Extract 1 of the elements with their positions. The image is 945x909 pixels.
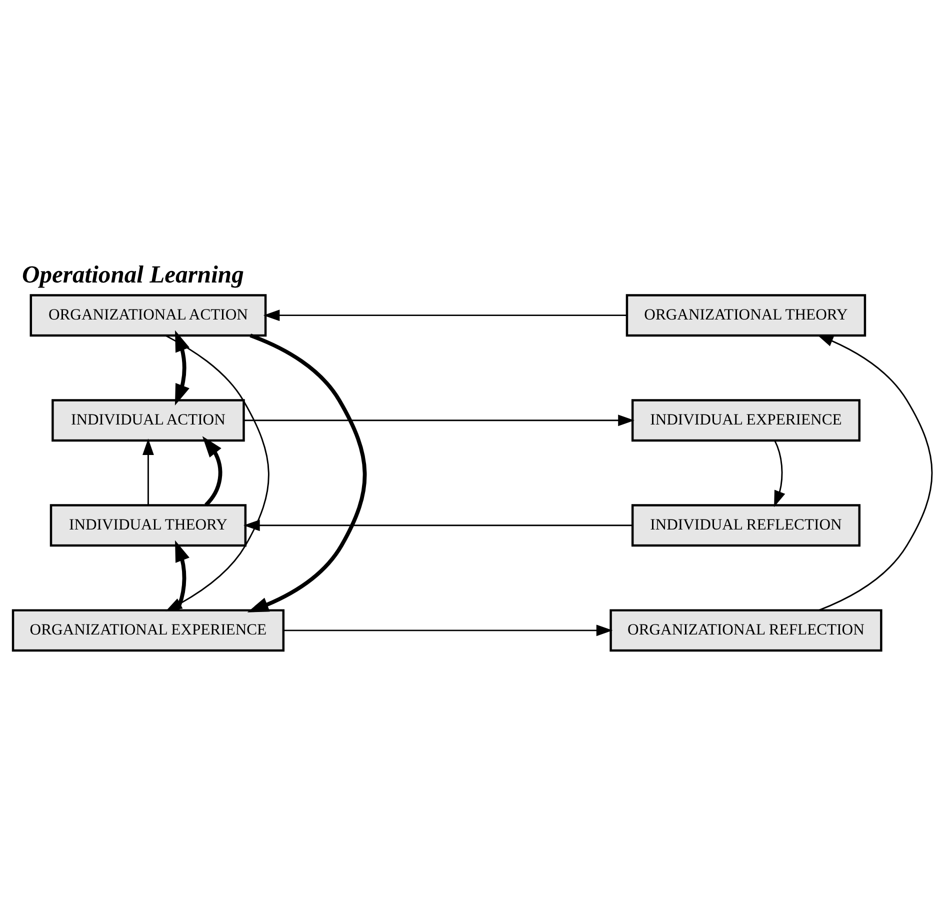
diagram-title: Operational Learning <box>22 260 244 288</box>
